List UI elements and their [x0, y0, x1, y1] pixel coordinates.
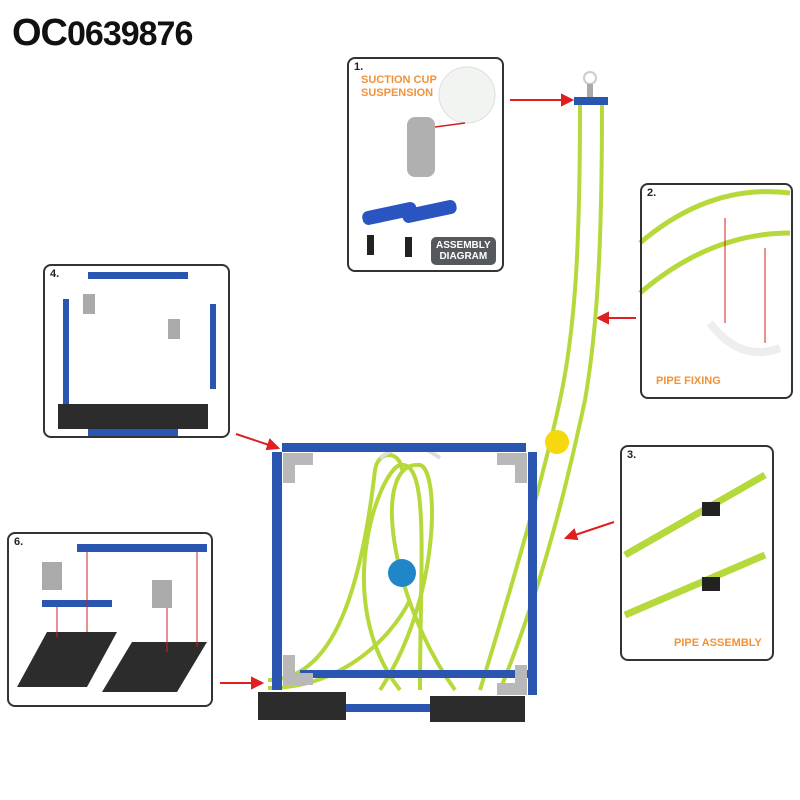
panel-pipe-fixing: 2. PIPE FIXING — [640, 183, 793, 399]
frame — [272, 443, 537, 712]
panel-pipe-assembly: 3. PIPE ASSEMBLY — [620, 445, 774, 661]
product-code: OC0639876 — [12, 12, 193, 54]
panel-base-assembly: 6. — [7, 532, 213, 707]
red-arrows — [220, 93, 636, 690]
panel-frame-assembly: 4. — [43, 264, 230, 438]
